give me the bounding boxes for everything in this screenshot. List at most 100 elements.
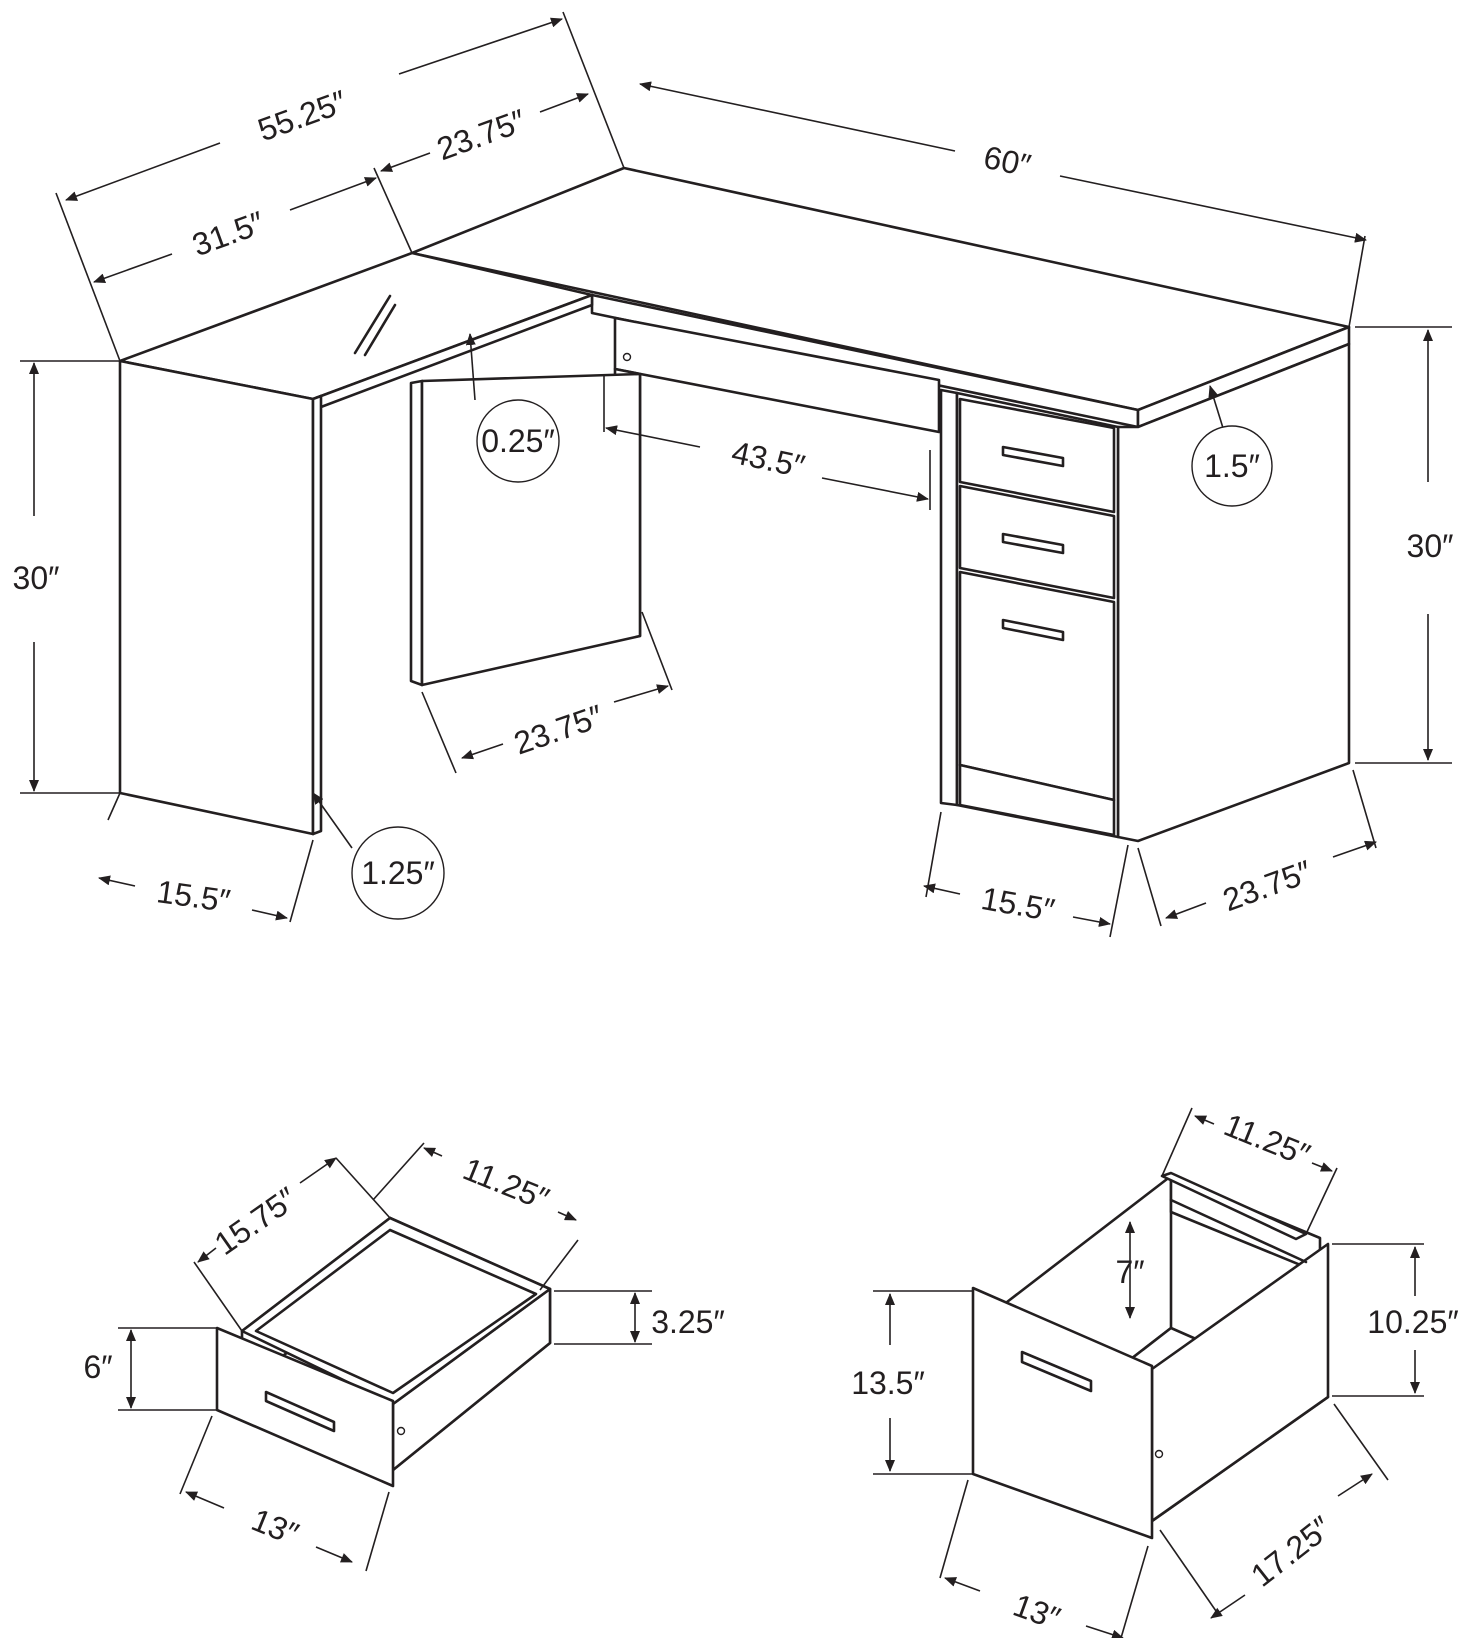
dim-arrow (821, 477, 929, 502)
dim-line (1161, 1107, 1193, 1177)
drawer-rail-hole (396, 1426, 406, 1436)
left-leg-panel-edge (311, 394, 323, 836)
dim-line (1348, 235, 1366, 328)
label-file-side-height: 10.25″ (1367, 1304, 1458, 1340)
file-drawer-hanger-rail (1169, 1198, 1308, 1264)
label-drawer-width-back: 11.25″ (458, 1150, 554, 1217)
dim-arrow (398, 17, 563, 75)
callout-circle (476, 399, 560, 483)
drawer-handle-icon (1001, 532, 1065, 555)
dim-line (1352, 769, 1377, 849)
glass-reflection-line (353, 294, 392, 355)
dim-arrow (423, 1147, 443, 1158)
dim-line (107, 792, 121, 821)
dim-arrow (539, 93, 589, 113)
dim-line (539, 1239, 579, 1291)
dim-arrow (1072, 916, 1111, 927)
dim-line (373, 167, 413, 254)
label-main-width: 60″ (981, 139, 1034, 184)
drawer-handle-icon (264, 1390, 336, 1433)
label-panel-depth-mid: 23.75″ (509, 698, 607, 762)
dim-arrow (923, 883, 961, 895)
drawer-front-panel (215, 1326, 395, 1488)
l-desk-drawing (118, 166, 1351, 843)
dim-line (1333, 1403, 1389, 1481)
dim-arrow (639, 81, 956, 152)
dim-line (641, 611, 673, 691)
dim-arrow (1210, 1594, 1246, 1619)
drawer-inner-open (254, 1228, 538, 1395)
dim-arrow (93, 253, 173, 283)
dim-arrow (315, 1546, 353, 1563)
file-drawer-right-side (1150, 1242, 1330, 1523)
dim-arrow (465, 333, 476, 401)
dim-arrow (197, 1247, 217, 1263)
dim-arrow (98, 875, 136, 887)
middle-leg-panel (409, 379, 424, 687)
small-drawer-drawing: 15.75″ 11.25″ 6″ 3.25″ 13″ (83, 1142, 725, 1572)
dim-arrow (557, 1210, 577, 1221)
dim-arrow (251, 909, 288, 921)
dim-arrow (289, 177, 377, 211)
label-overall-depth: 55.25″ (253, 83, 351, 148)
pedestal-kick-plate (958, 763, 1116, 837)
label-pedestal-width: 15.5″ (979, 880, 1058, 928)
dim-line (1159, 1529, 1217, 1612)
dim-line (421, 691, 457, 774)
lock-icon (622, 352, 632, 362)
label-file-depth: 17.25″ (1244, 1509, 1338, 1594)
label-top-thickness: 1.5″ (1204, 448, 1260, 484)
dim-line (365, 1491, 390, 1572)
dim-line (335, 1157, 391, 1219)
dim-line (1109, 844, 1129, 938)
label-knee-space: 43.5″ (729, 434, 808, 485)
label-corner-depth-top: 23.75″ (432, 102, 530, 167)
dim-arrow (299, 1157, 337, 1184)
dim-arrow (1085, 1625, 1124, 1638)
dim-arrow (1311, 1162, 1333, 1172)
label-drawer-front-width: 13″ (247, 1501, 304, 1552)
dim-arrow (380, 152, 431, 172)
dim-arrow (461, 743, 504, 760)
dim-arrow (1165, 902, 1207, 919)
left-leg-panel-side (118, 359, 315, 836)
drawer-rail-hole (1154, 1449, 1164, 1459)
label-drawer-depth: 15.75″ (208, 1180, 304, 1262)
label-glass-thickness: 0.25″ (481, 423, 555, 459)
label-drawer-front-height: 6″ (83, 1349, 112, 1385)
dim-line (193, 1261, 243, 1332)
modesty-panel (613, 316, 941, 434)
label-right-height: 30″ (1407, 528, 1454, 564)
middle-leg-panel-side (420, 372, 642, 687)
label-left-return-top: 31.5″ (187, 204, 268, 263)
label-file-inner-height: 7″ (1115, 1254, 1144, 1290)
label-file-front-height: 13.5″ (851, 1365, 925, 1401)
label-panel-thickness: 1.25″ (361, 855, 435, 891)
dim-line (562, 11, 625, 169)
dim-line (55, 192, 121, 362)
dim-arrow (1194, 1115, 1215, 1125)
dim-line (289, 839, 314, 923)
drawer-handle-icon (1001, 445, 1065, 468)
dim-arrow (65, 142, 221, 201)
label-file-width-back: 11.25″ (1219, 1106, 1315, 1173)
glass-reflection-line (363, 303, 397, 357)
label-left-height: 30″ (13, 560, 60, 596)
dim-arrow (1208, 385, 1224, 429)
dim-line (1305, 1167, 1338, 1235)
label-left-leg-depth: 15.5″ (155, 873, 233, 919)
dim-line (179, 1415, 213, 1495)
callout-circle (1191, 425, 1273, 507)
dim-arrow (1059, 175, 1367, 243)
pedestal-file-drawer (958, 570, 1116, 802)
file-drawer-drawing: 11.25″ 7″ 13.5″ 10.25″ 13″ 17.25″ (851, 1106, 1459, 1638)
dim-arrow (613, 684, 669, 703)
drawer-handle-icon (1001, 618, 1065, 642)
dim-line (925, 811, 942, 898)
dim-arrow (1337, 1473, 1373, 1497)
dim-arrow (944, 1577, 981, 1592)
dim-line (1120, 1545, 1149, 1638)
dim-line (939, 1479, 969, 1579)
dim-arrow (312, 792, 353, 849)
